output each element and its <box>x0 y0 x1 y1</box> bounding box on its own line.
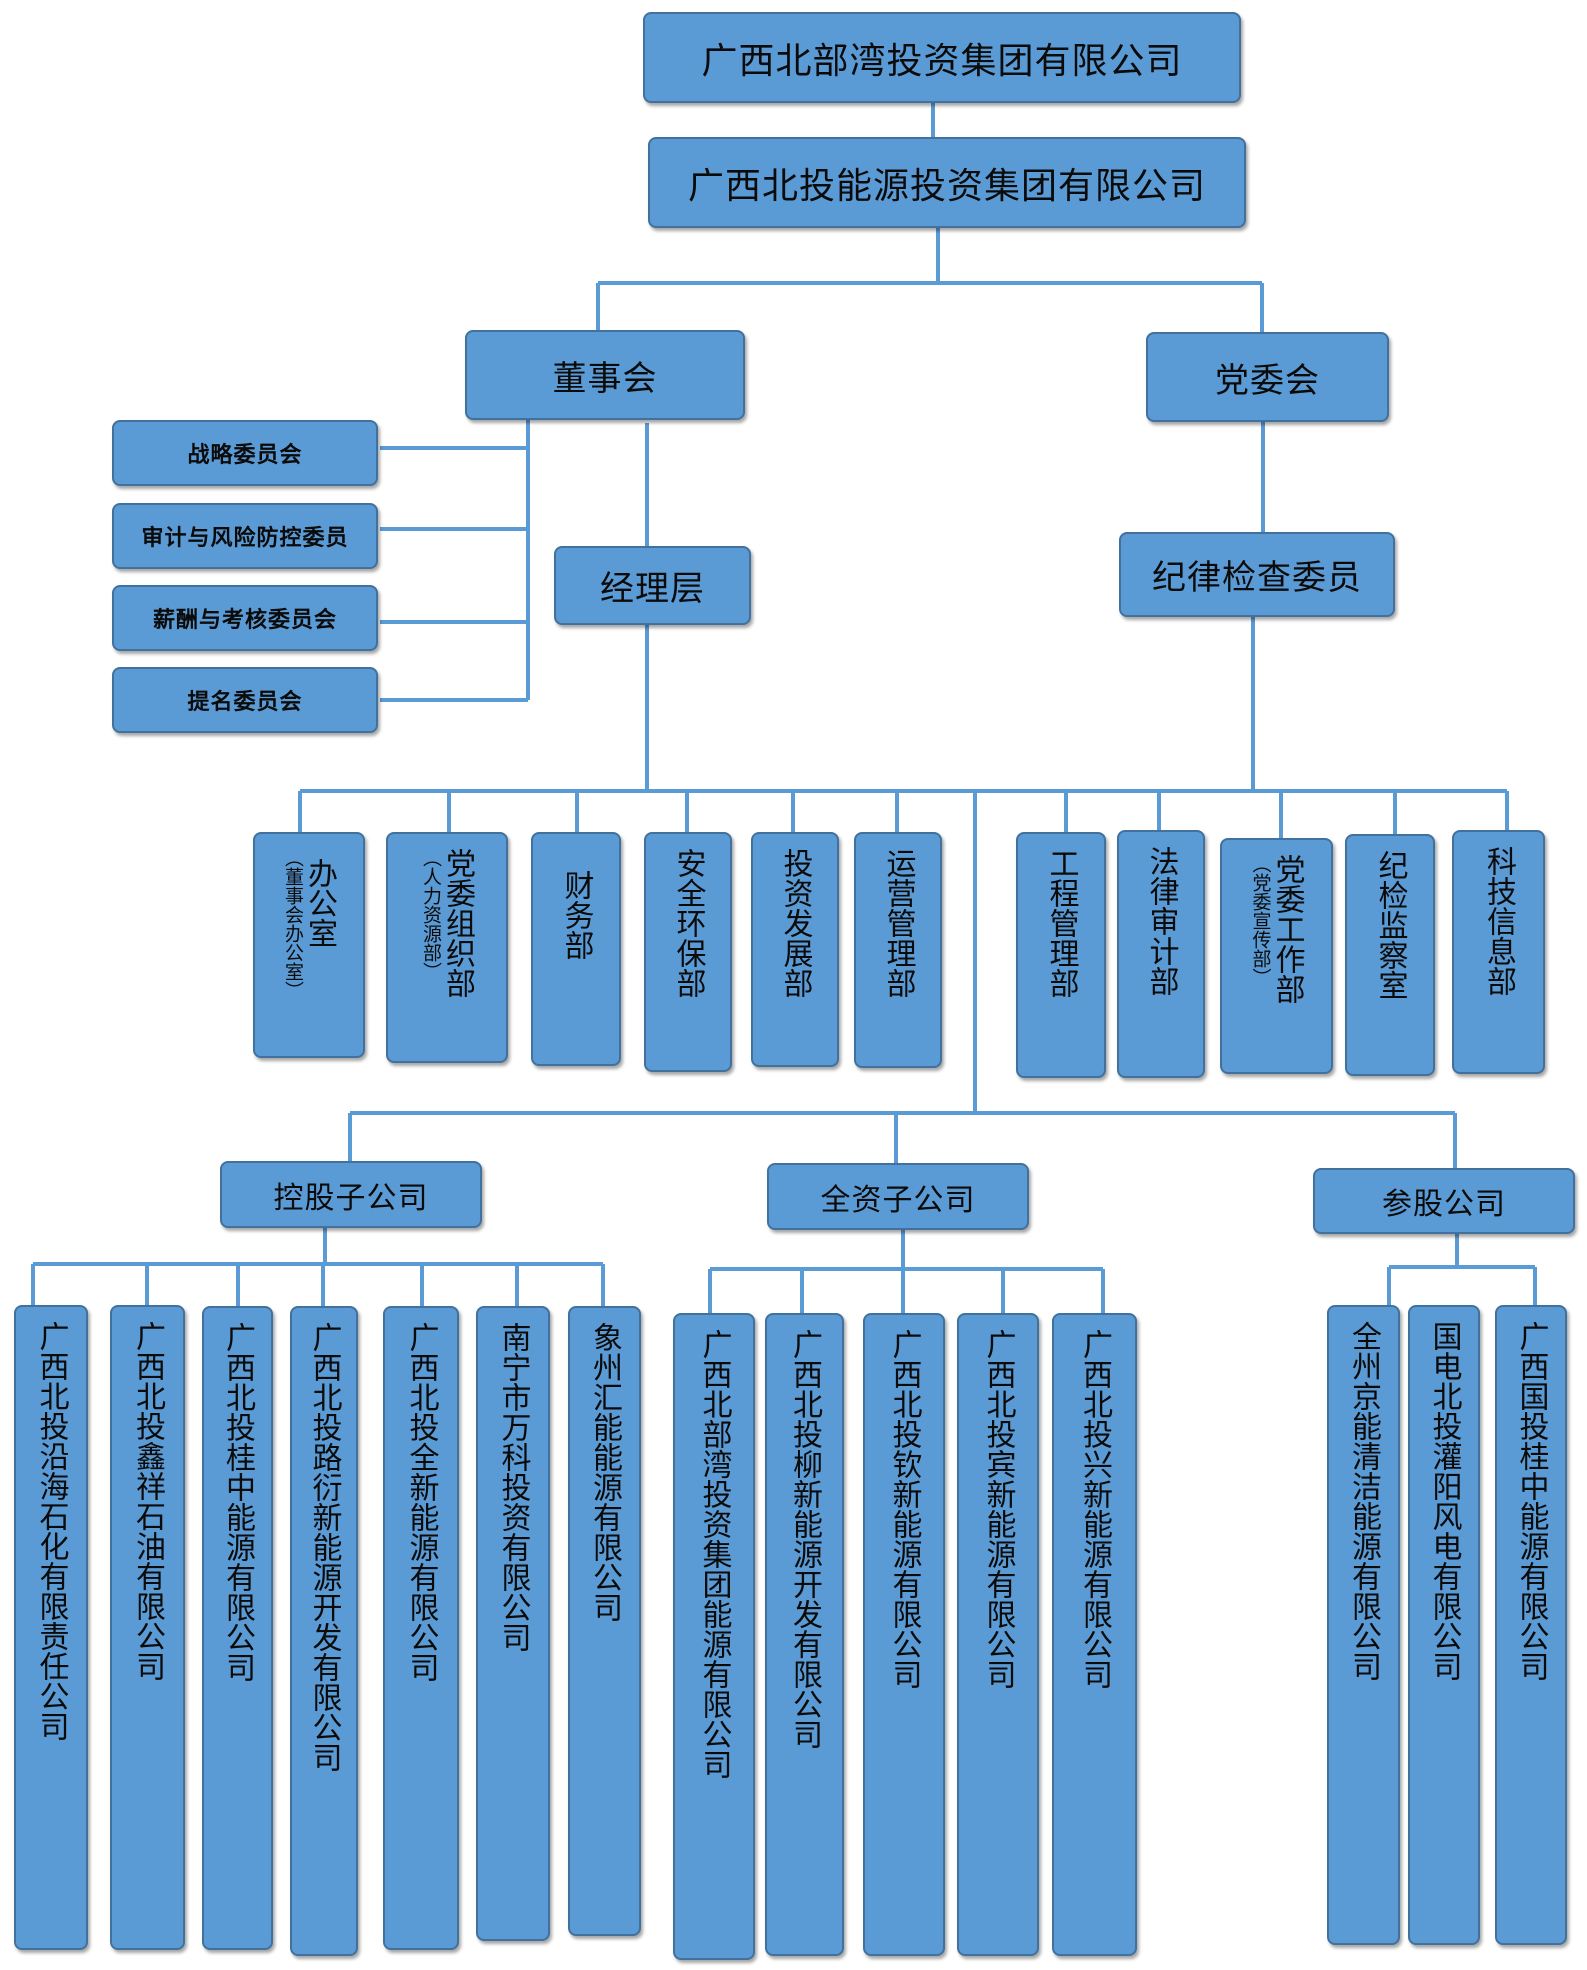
dept-main-label: 财务部 <box>558 870 594 960</box>
dept-safety-env: 安全环保部 <box>644 832 732 1072</box>
equity-participation-box: 参股公司 <box>1313 1168 1575 1234</box>
company-box: 广西北投桂中能源有限公司 <box>202 1306 273 1950</box>
dept-main-label: 投资发展部 <box>777 848 813 998</box>
company-name: 国电北投灌阳风电有限公司 <box>1426 1321 1462 1681</box>
company-name: 全州京能清洁能源有限公司 <box>1346 1321 1381 1681</box>
dept-main-label: 纪检监察室 <box>1372 850 1408 1000</box>
company-name: 广西北投柳新能源开发有限公司 <box>787 1329 822 1749</box>
wholly-owned-box: 全资子公司 <box>767 1163 1029 1230</box>
company-box: 广西北部湾投资集团能源有限公司 <box>673 1313 755 1960</box>
company-name: 广西北投桂中能源有限公司 <box>220 1322 255 1682</box>
company-box: 象州汇能能源有限公司 <box>568 1306 641 1936</box>
dept-sub-label: （人力资源部） <box>419 848 442 981</box>
company-box: 广西北投全新能源有限公司 <box>383 1306 459 1950</box>
company-name: 广西北投鑫祥石油有限公司 <box>130 1321 165 1681</box>
company-box: 全州京能清洁能源有限公司 <box>1327 1305 1400 1945</box>
company-box: 南宁市万科投资有限公司 <box>476 1306 550 1941</box>
company-box: 广西北投宾新能源有限公司 <box>957 1313 1039 1956</box>
dept-operations: 运营管理部 <box>854 832 942 1068</box>
dept-main-label: 工程管理部 <box>1043 848 1079 998</box>
dept-finance: 财务部 <box>531 832 621 1066</box>
company-name: 南宁市万科投资有限公司 <box>495 1322 531 1652</box>
dept-investment: 投资发展部 <box>751 832 839 1067</box>
company-name: 广西北投全新能源有限公司 <box>403 1322 439 1682</box>
company-name: 广西北投钦新能源有限公司 <box>886 1329 922 1689</box>
committee-compensation: 薪酬与考核委员会 <box>112 585 378 651</box>
dept-sub-label: （董事会办公室） <box>281 848 304 1000</box>
company-box: 广西北投柳新能源开发有限公司 <box>765 1313 844 1956</box>
dept-main-label: 法律审计部 <box>1143 846 1179 996</box>
company-name: 广西北部湾投资集团能源有限公司 <box>696 1329 732 1779</box>
dept-discipline-inspection: 纪检监察室 <box>1345 834 1435 1076</box>
dept-party-organization: 党委组织部 （人力资源部） <box>386 832 508 1063</box>
dept-main-label: 党委工作部 <box>1269 854 1305 1004</box>
committee-strategy: 战略委员会 <box>112 420 378 486</box>
company-box: 广西北投钦新能源有限公司 <box>863 1313 945 1956</box>
company-name: 广西北投兴新能源有限公司 <box>1077 1329 1112 1689</box>
dept-main-label: 科技信息部 <box>1481 846 1516 996</box>
company-name: 广西国投桂中能源有限公司 <box>1513 1321 1549 1681</box>
parent-company-box: 广西北部湾投资集团有限公司 <box>643 12 1241 103</box>
company-box: 广西北投沿海石化有限责任公司 <box>14 1305 88 1950</box>
dept-engineering: 工程管理部 <box>1016 832 1106 1078</box>
party-committee-box: 党委会 <box>1146 332 1389 422</box>
company-name: 广西北投宾新能源有限公司 <box>980 1329 1016 1689</box>
company-name: 广西北投路衍新能源开发有限公司 <box>306 1322 342 1772</box>
board-box: 董事会 <box>465 330 745 420</box>
committee-nomination: 提名委员会 <box>112 667 378 733</box>
dept-main-label: 办公室 <box>301 858 337 948</box>
company-name: 广西北投沿海石化有限责任公司 <box>33 1321 69 1741</box>
dept-party-work: 党委工作部 （党委宣传部） <box>1220 838 1333 1074</box>
management-box: 经理层 <box>554 546 751 625</box>
holding-subsidiaries-box: 控股子公司 <box>220 1161 482 1228</box>
dept-main-label: 安全环保部 <box>670 848 706 998</box>
company-box: 广西北投路衍新能源开发有限公司 <box>290 1306 358 1956</box>
dept-sub-label: （党委宣传部） <box>1249 854 1272 987</box>
company-box: 国电北投灌阳风电有限公司 <box>1408 1305 1480 1945</box>
company-name: 象州汇能能源有限公司 <box>587 1322 622 1622</box>
company-box: 广西北投鑫祥石油有限公司 <box>110 1305 185 1950</box>
discipline-committee-box: 纪律检查委员 <box>1119 532 1395 617</box>
committee-audit-risk: 审计与风险防控委员 <box>112 503 378 569</box>
company-box: 广西国投桂中能源有限公司 <box>1495 1305 1567 1945</box>
dept-main-label: 党委组织部 <box>439 848 475 998</box>
dept-legal-audit: 法律审计部 <box>1117 830 1205 1078</box>
dept-tech-info: 科技信息部 <box>1452 830 1545 1074</box>
company-box: 广西北投兴新能源有限公司 <box>1052 1313 1137 1956</box>
dept-main-label: 运营管理部 <box>880 848 916 998</box>
dept-office: 办公室 （董事会办公室） <box>253 832 365 1058</box>
energy-group-box: 广西北投能源投资集团有限公司 <box>648 137 1246 228</box>
